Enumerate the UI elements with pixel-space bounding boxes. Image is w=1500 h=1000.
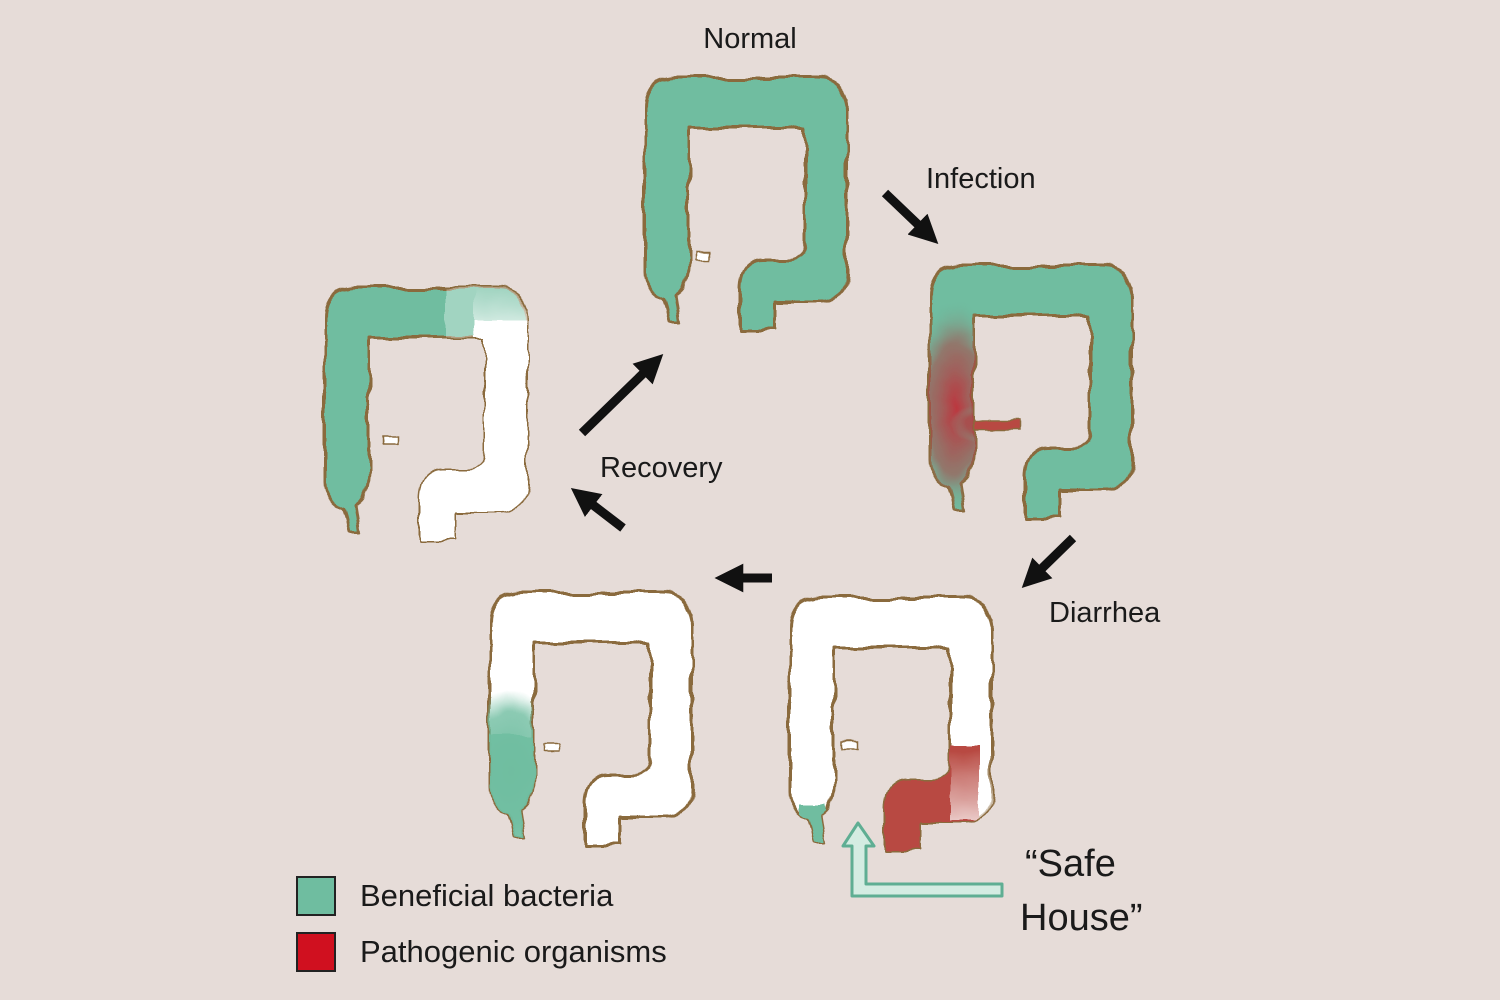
label-diarrhea: Diarrhea xyxy=(1049,597,1161,629)
legend-beneficial: Beneficial bacteria xyxy=(296,876,613,916)
colon-early-recovery xyxy=(488,591,694,847)
safe-house-line2: House” xyxy=(1020,897,1143,939)
label-recovery: Recovery xyxy=(600,452,723,484)
colon-diarrhea xyxy=(788,596,994,852)
colon-infection xyxy=(928,264,1134,520)
arrow-recovery-to-normal xyxy=(578,353,664,437)
label-normal: Normal xyxy=(703,23,796,55)
arrow-normal-to-infection xyxy=(881,189,939,244)
legend-swatch-pathogenic xyxy=(296,932,336,972)
arrow-early-to-recovery xyxy=(570,487,626,532)
legend-swatch-beneficial xyxy=(296,876,336,916)
legend-label-beneficial: Beneficial bacteria xyxy=(360,878,614,913)
legend-pathogenic: Pathogenic organisms xyxy=(296,932,667,972)
label-infection: Infection xyxy=(926,163,1036,195)
colon-recovery xyxy=(323,286,529,542)
colon-normal xyxy=(643,76,849,332)
safe-house-line1: “Safe xyxy=(1025,843,1116,885)
arrow-infection-to-diarrhea xyxy=(1021,534,1077,589)
safe-house-arrow xyxy=(841,821,1004,898)
legend-label-pathogenic: Pathogenic organisms xyxy=(360,934,667,969)
